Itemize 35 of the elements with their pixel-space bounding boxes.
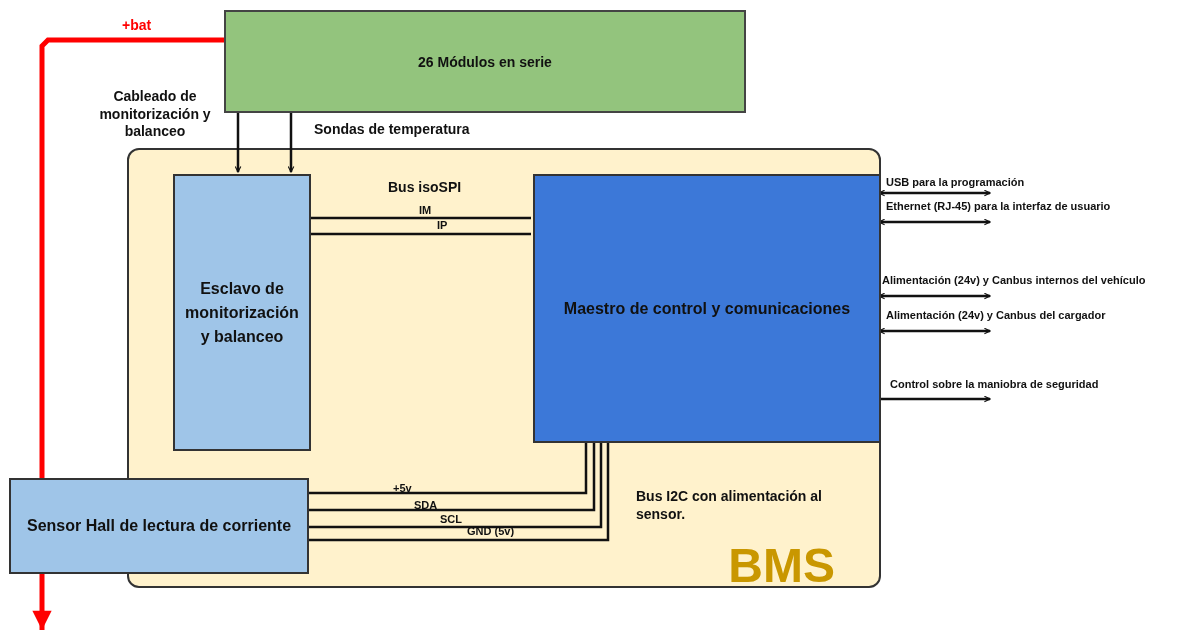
module-box bbox=[224, 10, 746, 113]
node-label: Maestro de control y comunicaciones bbox=[563, 298, 851, 319]
edge-label: Control sobre la maniobra de seguridad bbox=[890, 378, 1099, 392]
edge-label: Alimentación (24v) y Canbus del cargador bbox=[886, 309, 1106, 323]
edge-label: SDA bbox=[414, 499, 438, 513]
edge-label: SCL bbox=[440, 513, 462, 527]
arrow bbox=[287, 113, 295, 173]
edge-label: +5v bbox=[393, 482, 412, 496]
arrow bbox=[878, 292, 991, 300]
node-label: Sensor Hall de lectura de corriente bbox=[26, 516, 292, 536]
connector-line bbox=[309, 232, 531, 236]
arrow bbox=[878, 218, 991, 226]
connector-line bbox=[309, 216, 531, 220]
edge-label: USB para la programación bbox=[886, 176, 1025, 190]
edge-label: Sondas de temperatura bbox=[314, 121, 470, 139]
slave-box bbox=[173, 174, 311, 451]
edge-label: IP bbox=[437, 219, 448, 233]
arrow bbox=[879, 395, 991, 403]
edge-label: IM bbox=[419, 204, 432, 218]
connector-line bbox=[309, 441, 588, 495]
container-title: BMS bbox=[728, 542, 835, 590]
edge-label: Alimentación (24v) y Canbus internos del vehículo bbox=[882, 274, 1146, 288]
connector-line bbox=[309, 441, 596, 512]
arrow bbox=[878, 327, 991, 335]
arrow bbox=[878, 189, 991, 197]
master-box bbox=[533, 174, 881, 443]
node-label: 26 Módulos en serie bbox=[418, 52, 552, 72]
edge-label: +bat bbox=[122, 17, 152, 35]
edge-label: Cableado de monitorización y balanceo bbox=[98, 88, 212, 141]
sensor-box bbox=[9, 478, 309, 574]
edge-label: Ethernet (RJ-45) para la interfaz de usuario bbox=[886, 200, 1111, 214]
bus-label: Bus I2C con alimentación al sensor. bbox=[636, 488, 823, 523]
node-label: Esclavo de monitorización y balanceo bbox=[184, 278, 300, 347]
bus-label: Bus isoSPI bbox=[388, 179, 463, 197]
arrow bbox=[234, 113, 242, 173]
